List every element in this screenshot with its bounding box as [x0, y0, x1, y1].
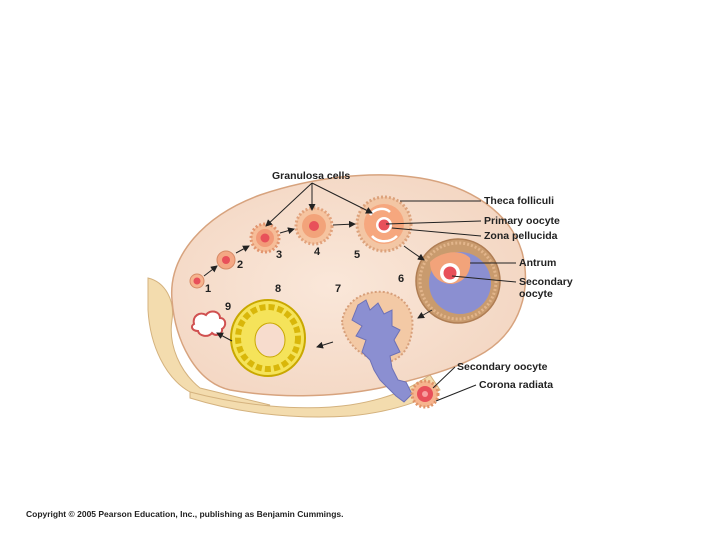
label-antrum: Antrum [519, 257, 556, 269]
stage-number-4: 4 [314, 246, 321, 258]
stage-number-2: 2 [237, 259, 243, 271]
stroma-fold [189, 374, 441, 418]
label-released-secondary-oocyte: Secondary oocyte [457, 361, 548, 373]
label-primary-oocyte: Primary oocyte [484, 215, 560, 227]
arrow-4-to-5 [332, 220, 356, 228]
label-secondary-oocyte-line2: oocyte [519, 288, 553, 300]
stage-number-8: 8 [275, 283, 281, 295]
arrow-1-to-2 [203, 265, 218, 277]
arrow-2-to-3 [235, 245, 250, 254]
stage-number-5: 5 [354, 249, 360, 261]
stage-number-3: 3 [276, 249, 282, 261]
follicle-stage-1 [189, 273, 205, 289]
pointer-zona-pellucida [391, 227, 482, 237]
stage-number-7: 7 [335, 283, 341, 295]
follicle-stage-6 [415, 238, 501, 324]
follicle-stage-3 [249, 222, 281, 254]
pointer-primary-oocyte [385, 220, 482, 225]
ruptured-follicle-stage-7 [340, 290, 414, 403]
label-zona-pellucida: Zona pellucida [484, 230, 558, 242]
pointer-granulosa-3 [265, 182, 313, 227]
follicle-stage-2 [216, 250, 236, 270]
corpus-albicans-stage-9 [190, 310, 227, 337]
stage-number-9: 9 [225, 301, 231, 313]
released-antral-fluid [351, 299, 413, 403]
arrow-6-to-7 [417, 309, 433, 319]
copyright-notice: Copyright © 2005 Pearson Education, Inc.… [26, 509, 344, 519]
arrow-7-to-8 [316, 341, 334, 349]
label-secondary-oocyte-line1: Secondary [519, 276, 573, 288]
arrow-3-to-4 [279, 227, 295, 235]
arrow-8-to-9 [216, 332, 233, 342]
stage-number-6: 6 [398, 273, 404, 285]
stage-number-1: 1 [205, 283, 211, 295]
label-granulosa-cells: Granulosa cells [272, 170, 350, 182]
pointer-corona-radiata [435, 384, 477, 402]
label-theca-folliculi: Theca folliculi [484, 195, 554, 207]
pointer-secondary-oocyte [451, 275, 517, 283]
released-secondary-oocyte [410, 379, 440, 409]
pointer-granulosa-5 [311, 182, 373, 214]
pointer-released-secondary-oocyte [432, 366, 456, 389]
label-corona-radiata: Corona radiata [479, 379, 553, 391]
corpus-luteum-stage-8 [230, 299, 306, 377]
follicle-stage-5 [355, 195, 413, 253]
arrow-5-to-6 [403, 245, 425, 261]
follicle-stage-4 [294, 206, 334, 246]
